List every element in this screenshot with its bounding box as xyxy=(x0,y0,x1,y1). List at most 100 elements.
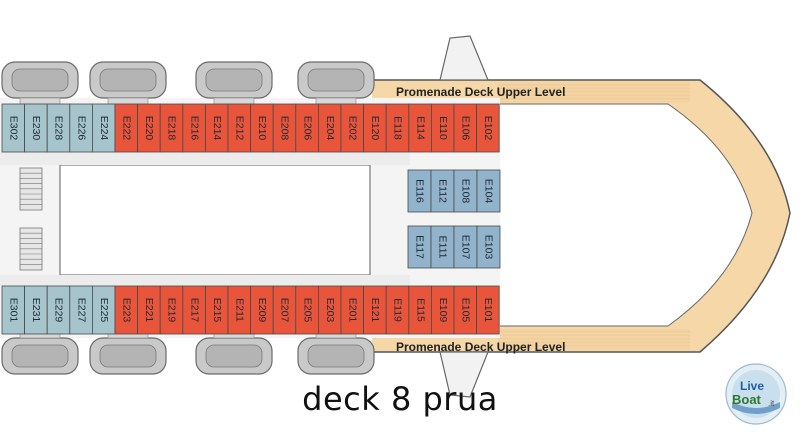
cabin-e302[interactable]: E302 xyxy=(1,103,26,153)
cabin-e220[interactable]: E220 xyxy=(137,103,161,153)
cabin-label: E120 xyxy=(369,116,381,141)
cabin-e209[interactable]: E209 xyxy=(250,285,274,335)
cabin-e221[interactable]: E221 xyxy=(137,285,161,335)
davit xyxy=(315,97,357,105)
cabin-e112[interactable]: E112 xyxy=(430,169,455,213)
cabin-label: E104 xyxy=(483,179,495,204)
cabin-e224[interactable]: E224 xyxy=(92,103,116,153)
cabin-label: E107 xyxy=(460,235,472,260)
lifeboat-bottom-3 xyxy=(195,337,273,375)
cabin-e223[interactable]: E223 xyxy=(114,285,139,335)
cabin-e208[interactable]: E208 xyxy=(272,103,297,153)
cabin-e105[interactable]: E105 xyxy=(453,285,478,335)
cabin-e119[interactable]: E119 xyxy=(385,285,410,335)
cabin-e121[interactable]: E121 xyxy=(363,285,387,335)
cabin-label: E112 xyxy=(437,179,449,203)
cabin-e229[interactable]: E229 xyxy=(46,285,71,335)
cabin-label: E116 xyxy=(414,179,426,203)
cabin-label: E222 xyxy=(121,116,133,141)
promenade-label-lower: Promenade Deck Upper Level xyxy=(396,340,565,354)
stairs-lower xyxy=(19,227,43,271)
lifeboat-top-1 xyxy=(1,61,79,99)
cabin-e227[interactable]: E227 xyxy=(69,285,93,335)
cabin-label: E102 xyxy=(482,116,494,141)
cabin-e204[interactable]: E204 xyxy=(317,103,342,153)
cabin-label: E202 xyxy=(347,116,359,141)
cabin-e109[interactable]: E109 xyxy=(430,285,455,335)
cabin-label: E221 xyxy=(143,298,155,323)
cabin-label: E204 xyxy=(324,116,336,141)
cabin-label: E302 xyxy=(8,116,20,141)
cabin-e218[interactable]: E218 xyxy=(159,103,184,153)
cabin-label: E223 xyxy=(121,298,133,323)
cabin-e106[interactable]: E106 xyxy=(453,103,478,153)
cabin-e215[interactable]: E215 xyxy=(204,285,229,335)
cabin-label: E209 xyxy=(256,298,268,323)
cabin-label: E114 xyxy=(414,116,426,140)
stairs-upper xyxy=(19,167,43,211)
cabin-e118[interactable]: E118 xyxy=(385,103,410,153)
liveboat-logo: Live Boat .it xyxy=(725,363,787,425)
cabin-e230[interactable]: E230 xyxy=(24,103,48,153)
lifeboat-bottom-4 xyxy=(297,337,375,375)
cabin-e117[interactable]: E117 xyxy=(407,225,432,269)
cabin-e102[interactable]: E102 xyxy=(476,103,500,153)
cabin-e203[interactable]: E203 xyxy=(317,285,342,335)
cabin-label: E216 xyxy=(188,116,200,141)
cabin-e108[interactable]: E108 xyxy=(453,169,478,213)
cabin-label: E118 xyxy=(392,116,404,140)
cabin-e110[interactable]: E110 xyxy=(430,103,455,153)
cabin-label: E224 xyxy=(98,116,110,141)
cabin-label: E210 xyxy=(256,116,268,141)
cabin-label: E101 xyxy=(482,298,494,323)
cabin-e301[interactable]: E301 xyxy=(1,285,26,335)
cabin-label: E109 xyxy=(437,298,449,323)
cabin-label: E219 xyxy=(166,298,178,323)
cabin-e228[interactable]: E228 xyxy=(46,103,71,153)
cabin-e211[interactable]: E211 xyxy=(227,285,252,335)
cabin-e206[interactable]: E206 xyxy=(295,103,319,153)
lifeboat-top-3 xyxy=(195,61,273,99)
cabin-e104[interactable]: E104 xyxy=(476,169,501,213)
cabin-e231[interactable]: E231 xyxy=(24,285,48,335)
cabin-label: E207 xyxy=(279,298,291,323)
cabin-label: E205 xyxy=(301,298,313,323)
cabin-label: E228 xyxy=(53,116,65,141)
cabin-e202[interactable]: E202 xyxy=(340,103,365,153)
cabin-e217[interactable]: E217 xyxy=(182,285,206,335)
cabin-e212[interactable]: E212 xyxy=(227,103,252,153)
cabin-e216[interactable]: E216 xyxy=(182,103,206,153)
cabin-e107[interactable]: E107 xyxy=(453,225,478,269)
cabin-label: E212 xyxy=(234,116,246,141)
cabin-e226[interactable]: E226 xyxy=(69,103,93,153)
cabin-e225[interactable]: E225 xyxy=(92,285,116,335)
cabin-label: E206 xyxy=(301,116,313,141)
lifeboat-bottom-1 xyxy=(1,337,79,375)
cabin-e115[interactable]: E115 xyxy=(408,285,432,335)
cabin-label: E226 xyxy=(75,116,87,141)
cabin-e201[interactable]: E201 xyxy=(340,285,365,335)
cabin-e101[interactable]: E101 xyxy=(476,285,500,335)
lifeboat-top-2 xyxy=(89,61,167,99)
cabin-label: E215 xyxy=(211,298,223,323)
cabin-e207[interactable]: E207 xyxy=(272,285,297,335)
cabin-label: E214 xyxy=(211,116,223,141)
cabin-e205[interactable]: E205 xyxy=(295,285,319,335)
bow-inner-area xyxy=(497,103,753,327)
cabin-e219[interactable]: E219 xyxy=(159,285,184,335)
cabin-e120[interactable]: E120 xyxy=(363,103,387,153)
cabin-label: E203 xyxy=(324,298,336,323)
cabin-e222[interactable]: E222 xyxy=(114,103,139,153)
cabin-e103[interactable]: E103 xyxy=(476,225,501,269)
logo-text-boat: Boat xyxy=(732,392,762,407)
cabin-e114[interactable]: E114 xyxy=(408,103,432,153)
cabin-label: E229 xyxy=(53,298,65,323)
cabin-e111[interactable]: E111 xyxy=(430,225,455,269)
cabin-e116[interactable]: E116 xyxy=(407,169,432,213)
cabin-label: E110 xyxy=(437,116,449,140)
bow-forepeak xyxy=(439,35,489,81)
cabin-e214[interactable]: E214 xyxy=(204,103,229,153)
central-atrium xyxy=(59,164,371,276)
cabin-e210[interactable]: E210 xyxy=(250,103,274,153)
